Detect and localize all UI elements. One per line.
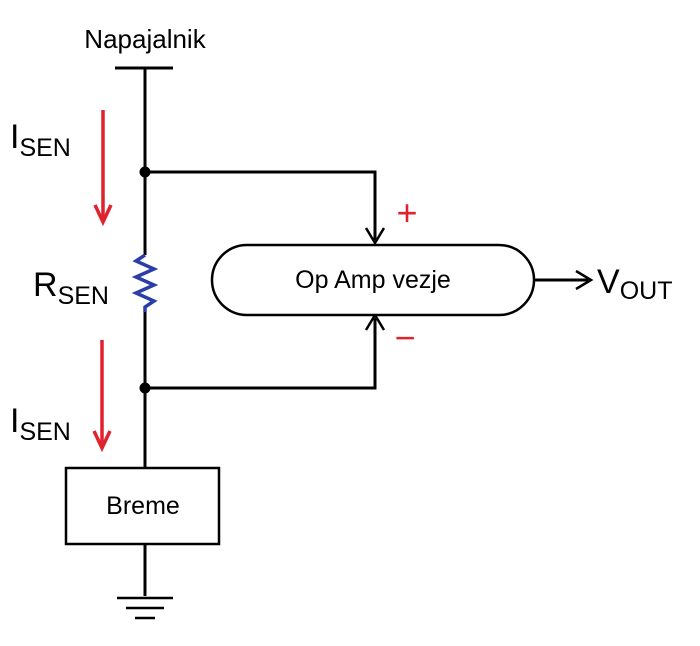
- ground-symbol: [117, 596, 173, 620]
- opamp-label: Op Amp vezje: [295, 266, 451, 294]
- resistor-label-main: R: [33, 266, 58, 304]
- current-label-bottom-sub: SEN: [19, 418, 70, 446]
- current-label-top: ISEN: [10, 118, 71, 162]
- load-block: [64, 466, 221, 546]
- current-label-bottom: ISEN: [10, 402, 71, 446]
- load-label: Breme: [106, 492, 180, 520]
- supply-label: Napajalnik: [84, 24, 206, 54]
- resistor-rsen: [131, 253, 159, 312]
- current-arrow-bottom-head: [92, 430, 112, 453]
- resistor-label: RSEN: [33, 266, 109, 310]
- plus-input-arrowhead: [364, 227, 386, 246]
- plus-input-wire: [145, 170, 377, 240]
- minus-input-wire: [145, 318, 377, 390]
- plus-sign: +: [396, 192, 417, 233]
- current-label-top-sub: SEN: [19, 134, 70, 162]
- resistor-label-sub: SEN: [58, 282, 109, 310]
- current-arrow-top-head: [93, 204, 113, 227]
- output-label-sub: OUT: [620, 277, 673, 305]
- output-label-main: V: [597, 263, 620, 301]
- current-label-top-main: I: [10, 118, 19, 156]
- output-arrowhead: [575, 269, 594, 291]
- minus-sign: −: [394, 317, 415, 358]
- current-label-bottom-main: I: [10, 402, 19, 440]
- output-label: VOUT: [597, 263, 672, 305]
